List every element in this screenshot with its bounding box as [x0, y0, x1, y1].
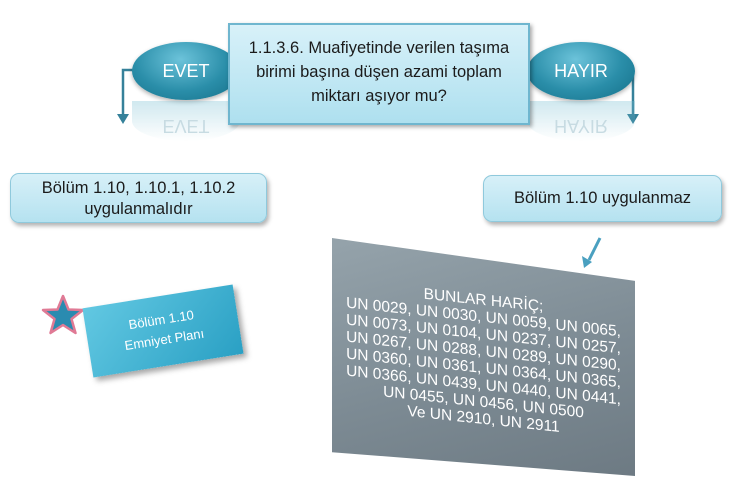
- hayir-reflection: HAYIR: [527, 101, 635, 141]
- question-line: 1.1.3.6. Muafiyetinde verilen taşıma: [248, 39, 510, 57]
- star-icon: [41, 294, 85, 335]
- exceptions-panel: BUNLAR HARİÇ; UN 0029, UN 0030, UN 0059,…: [332, 238, 635, 476]
- question-box: 1.1.3.6. Muafiyetinde verilen taşıma bir…: [228, 23, 530, 125]
- evet-reflection: EVET: [132, 101, 240, 141]
- yes-result-box: Bölüm 1.10, 1.10.1, 1.10.2 uygulanmalıdı…: [10, 173, 267, 223]
- yes-result-line: uygulanmalıdır: [84, 200, 193, 218]
- no-result-box: Bölüm 1.10 uygulanmaz: [483, 175, 722, 222]
- evet-oval: EVET: [132, 42, 240, 100]
- question-line: birimi başına düşen azami toplam: [256, 63, 502, 81]
- yes-result-line: Bölüm 1.10, 1.10.1, 1.10.2: [41, 179, 236, 197]
- hayir-label: HAYIR: [554, 61, 608, 81]
- evet-label: EVET: [162, 61, 210, 81]
- panel-arrow: [587, 237, 602, 261]
- no-result-text: Bölüm 1.10 uygulanmaz: [513, 189, 692, 207]
- hayir-oval: HAYIR: [527, 42, 635, 100]
- question-line: miktarı aşıyor mu?: [311, 87, 447, 105]
